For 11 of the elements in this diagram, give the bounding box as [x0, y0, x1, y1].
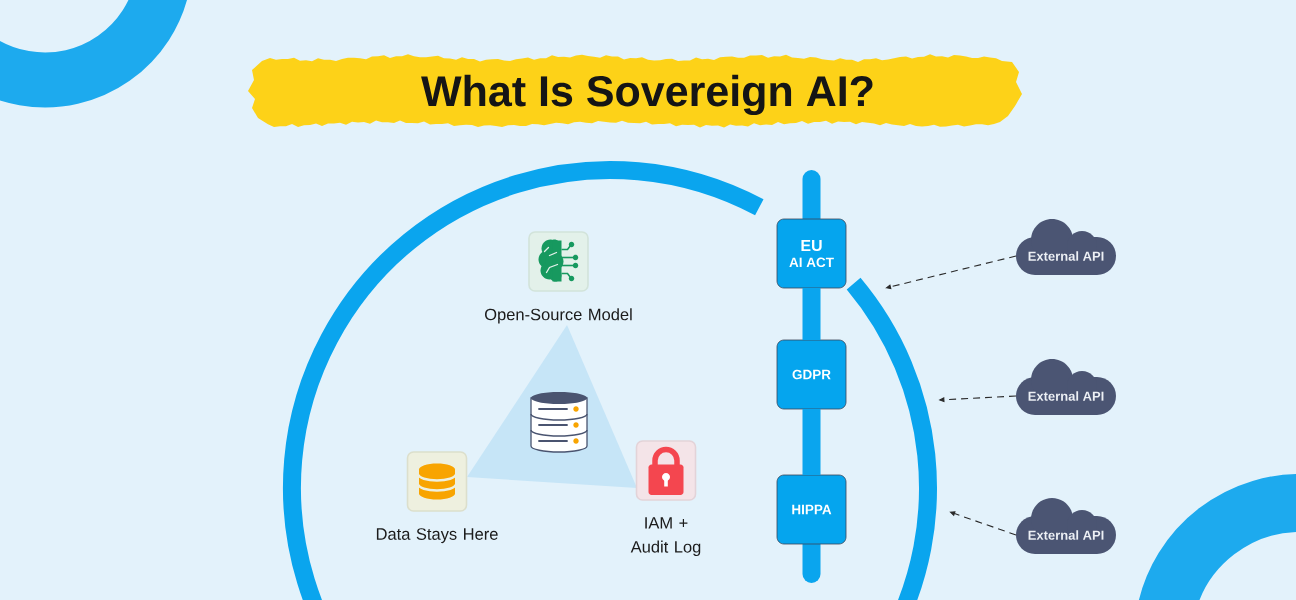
icon-label: Open-Source Model: [485, 308, 632, 324]
cloud: External API: [1016, 359, 1116, 415]
cloud: External API: [1016, 498, 1116, 554]
connector-line: [802, 288, 821, 340]
arrow: [885, 255, 1017, 290]
cloud: External API: [1016, 219, 1116, 275]
icon-label: IAM + Audit Log: [630, 517, 701, 556]
title: What Is Sovereign AI?: [421, 74, 873, 116]
connector-line: [802, 409, 821, 475]
boundary-ring: [283, 161, 937, 600]
icon-label: Data Stays Here: [376, 528, 498, 544]
